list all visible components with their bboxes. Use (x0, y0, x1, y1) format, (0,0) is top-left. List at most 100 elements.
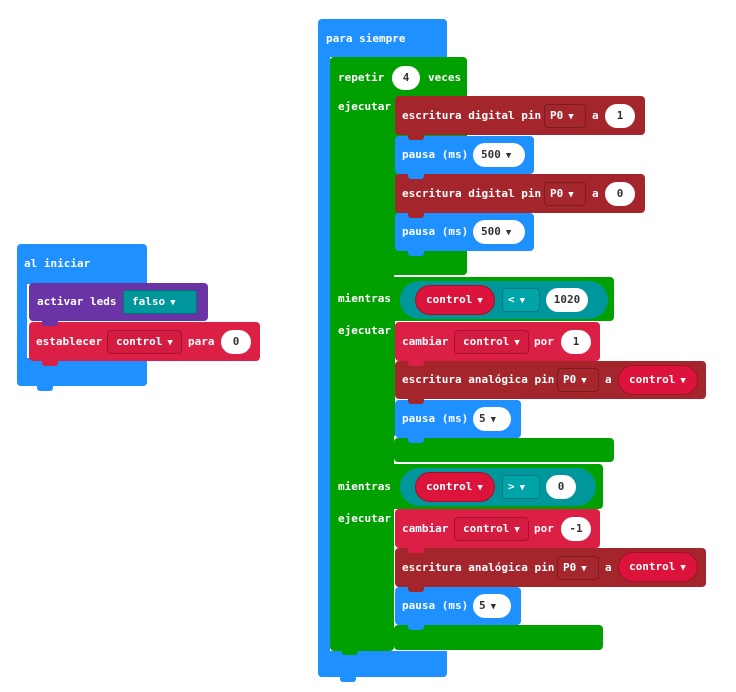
notch (408, 548, 424, 553)
while-2-footer (394, 625, 603, 650)
notch (408, 135, 424, 140)
compare-value-input[interactable]: 1020 (546, 288, 588, 312)
analog-write-label: escritura analógica pin (402, 561, 555, 574)
change-var-dropdown[interactable]: control▼ (454, 330, 529, 354)
compare-var[interactable]: control▼ (415, 472, 495, 502)
digital-pin-dropdown[interactable]: P0▼ (544, 104, 586, 128)
pause-value: 500 (481, 225, 501, 238)
compare-var[interactable]: control▼ (415, 285, 495, 315)
chevron-down-icon: ▼ (581, 376, 587, 386)
repeat-footer (394, 251, 467, 275)
repeat-count-input[interactable]: 4 (392, 66, 420, 90)
while-1-footer (394, 438, 614, 462)
chevron-down-icon: ▼ (170, 298, 176, 308)
while-label: mientras (338, 480, 391, 493)
change-label: cambiar (402, 335, 449, 348)
pause-value-dropdown[interactable]: 5▼ (473, 407, 511, 431)
chevron-down-icon: ▼ (477, 483, 483, 493)
notch (408, 625, 424, 630)
forever-title: para siempre (326, 32, 406, 45)
chevron-down-icon: ▼ (514, 338, 520, 348)
digital-pin-value: P0 (550, 109, 564, 122)
analog-var[interactable]: control▼ (618, 365, 698, 395)
set-variable-block[interactable]: establecer control▼ para 0 (29, 322, 260, 361)
analog-write-block-2[interactable]: escritura analógica pin P0▼ a control▼ (395, 548, 706, 587)
change-block-2[interactable]: cambiar control▼ por -1 (395, 509, 600, 548)
chevron-down-icon: ▼ (568, 190, 574, 200)
notch (42, 321, 58, 326)
pause-block-3[interactable]: pausa (ms) 5▼ (395, 400, 521, 438)
compare-value-input[interactable]: 0 (546, 475, 576, 499)
pause-value-dropdown[interactable]: 500 ▼ (473, 143, 525, 167)
chevron-down-icon: ▼ (680, 376, 686, 386)
compare-block-2[interactable]: control▼ >▼ 0 (400, 468, 596, 506)
led-enable-block[interactable]: activar leds falso▼ (29, 283, 208, 321)
digital-pin-dropdown[interactable]: P0 ▼ (544, 182, 586, 206)
pause-block-2[interactable]: pausa (ms) 500 ▼ (395, 213, 534, 251)
forever-footer (318, 651, 447, 677)
digital-value-input[interactable]: 0 (605, 182, 635, 206)
led-enable-label: activar leds (37, 295, 117, 308)
analog-write-label: escritura analógica pin (402, 373, 555, 386)
change-value-input[interactable]: 1 (561, 330, 591, 354)
notch (408, 174, 424, 179)
pause-label: pausa (ms) (402, 225, 469, 238)
on-start-title: al iniciar (24, 257, 91, 270)
analog-to-label: a (605, 561, 612, 574)
change-value-input[interactable]: -1 (561, 517, 591, 541)
chevron-down-icon: ▼ (680, 563, 686, 573)
notch (408, 438, 424, 443)
compare-operator-dropdown[interactable]: <▼ (502, 288, 540, 312)
compare-block-1[interactable]: control▼ <▼ 1020 (400, 281, 608, 319)
notch (342, 275, 358, 280)
pause-value-dropdown[interactable]: 500 ▼ (473, 220, 525, 244)
digital-write-block-2[interactable]: escritura digital pin P0▼ a 0 (395, 174, 645, 213)
notch (408, 213, 424, 218)
change-label: cambiar (402, 522, 449, 535)
change-block-1[interactable]: cambiar control▼ por 1 (395, 322, 600, 361)
analog-pin-dropdown[interactable]: P0▼ (557, 368, 599, 392)
change-by-label: por (534, 335, 554, 348)
while-1-body-bg (394, 321, 395, 436)
digital-pin-value: P0 (550, 187, 564, 200)
notch (408, 361, 424, 366)
chevron-down-icon: ▼ (477, 296, 483, 306)
chevron-down-icon: ▼ (519, 483, 526, 493)
pause-block-1[interactable]: pausa (ms) 500 ▼ (395, 136, 534, 174)
notch (342, 650, 358, 655)
pause-label: pausa (ms) (402, 412, 469, 425)
analog-write-block-1[interactable]: escritura analógica pin P0▼ a control▼ (395, 361, 706, 399)
notch (42, 361, 58, 366)
chevron-down-icon: ▼ (505, 228, 512, 238)
analog-pin-dropdown[interactable]: P0▼ (557, 556, 599, 580)
while-do-label: ejecutar (338, 324, 391, 337)
notch (408, 399, 424, 404)
digital-value-input[interactable]: 1 (605, 104, 635, 128)
analog-var[interactable]: control▼ (618, 552, 698, 582)
pause-label: pausa (ms) (402, 599, 469, 612)
pause-block-4[interactable]: pausa (ms) 5▼ (395, 587, 521, 625)
chevron-down-icon: ▼ (514, 525, 520, 535)
chevron-down-icon: ▼ (519, 296, 526, 306)
digital-to-label: a (592, 109, 599, 122)
notch (408, 587, 424, 592)
pause-label: pausa (ms) (402, 148, 469, 161)
change-var-dropdown[interactable]: control▼ (454, 517, 529, 541)
set-variable-dropdown[interactable]: control▼ (107, 330, 182, 354)
digital-write-block-1[interactable]: escritura digital pin P0▼ a 1 (395, 96, 645, 135)
digital-write-label: escritura digital pin (402, 187, 542, 200)
analog-to-label: a (605, 373, 612, 386)
compare-operator-dropdown[interactable]: >▼ (502, 475, 540, 499)
led-enable-dropdown[interactable]: falso▼ (123, 290, 197, 314)
chevron-down-icon: ▼ (581, 564, 587, 574)
chevron-down-icon: ▼ (490, 415, 497, 425)
repeat-times-label: veces (428, 71, 462, 84)
notch (342, 462, 358, 467)
chevron-down-icon: ▼ (505, 151, 512, 161)
set-label: establecer (36, 335, 103, 348)
set-value-input[interactable]: 0 (221, 330, 251, 354)
repeat-label: repetir (338, 71, 385, 84)
pause-value-dropdown[interactable]: 5▼ (473, 594, 511, 618)
on-start-footer (17, 360, 147, 386)
pause-value: 500 (481, 148, 501, 161)
